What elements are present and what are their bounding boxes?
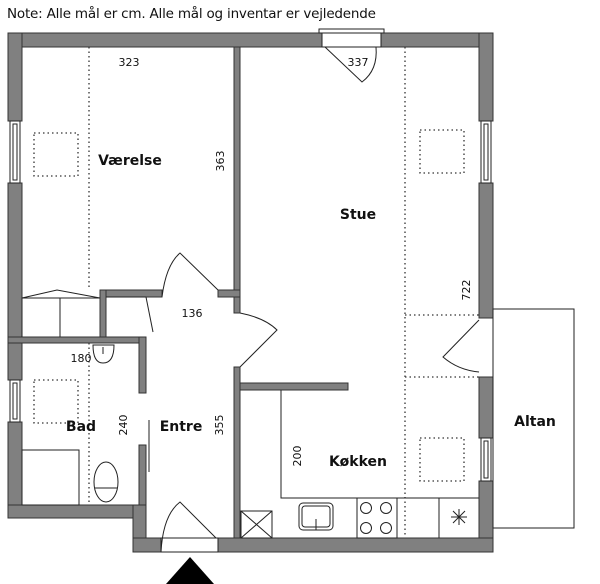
dim-vaerelse-width: 323 xyxy=(119,56,140,69)
dotted-guides xyxy=(33,47,479,538)
cabinet-x-icon xyxy=(240,510,273,539)
door-stue-entre xyxy=(239,312,278,368)
room-label-altan: Altan xyxy=(514,414,556,430)
plan-note: Note: Alle mål er cm. Alle mål og invent… xyxy=(7,6,376,22)
fixtures xyxy=(21,289,479,539)
dim-entre-length: 355 xyxy=(213,415,226,436)
ceiling-light-bad xyxy=(33,379,79,424)
dim-bad-width: 180 xyxy=(71,352,92,365)
toilet-icon xyxy=(93,461,119,503)
room-label-vaerelse: Værelse xyxy=(98,153,162,169)
windows xyxy=(9,120,492,482)
window-kokken xyxy=(480,437,492,482)
asterisk-icon xyxy=(451,509,467,525)
dim-stue-length: 722 xyxy=(460,280,473,301)
ceiling-light-stue xyxy=(419,129,465,174)
room-label-stue: Stue xyxy=(340,207,376,223)
dim-vaerelse-length: 363 xyxy=(214,151,227,172)
shower xyxy=(21,449,80,506)
door-altan xyxy=(442,319,480,373)
door-vaerelse xyxy=(161,252,219,298)
bathroom-sink-icon xyxy=(92,344,115,364)
window-stue xyxy=(480,120,492,184)
door-entrance xyxy=(160,501,217,553)
room-label-kokken: Køkken xyxy=(329,454,387,470)
room-label-entre: Entre xyxy=(160,419,203,435)
ceiling-light-kokken xyxy=(419,437,465,482)
walls xyxy=(7,32,494,553)
doors xyxy=(145,28,480,553)
ceiling-light-vaerelse xyxy=(33,132,79,177)
kitchen-counter xyxy=(280,390,479,499)
room-label-bad: Bad xyxy=(66,419,96,435)
window-bad xyxy=(9,379,21,423)
altan-outline xyxy=(492,308,575,529)
dim-bad-length: 240 xyxy=(117,415,130,436)
stove-icon xyxy=(356,497,398,539)
window-vaerelse xyxy=(9,120,21,184)
dim-entre-width: 136 xyxy=(182,307,203,320)
door-closet xyxy=(145,296,154,333)
dim-kokken-length: 200 xyxy=(291,446,304,467)
dim-stue-width: 337 xyxy=(348,56,369,69)
door-stue-top xyxy=(324,46,377,83)
entrance-arrow-icon xyxy=(166,557,214,584)
